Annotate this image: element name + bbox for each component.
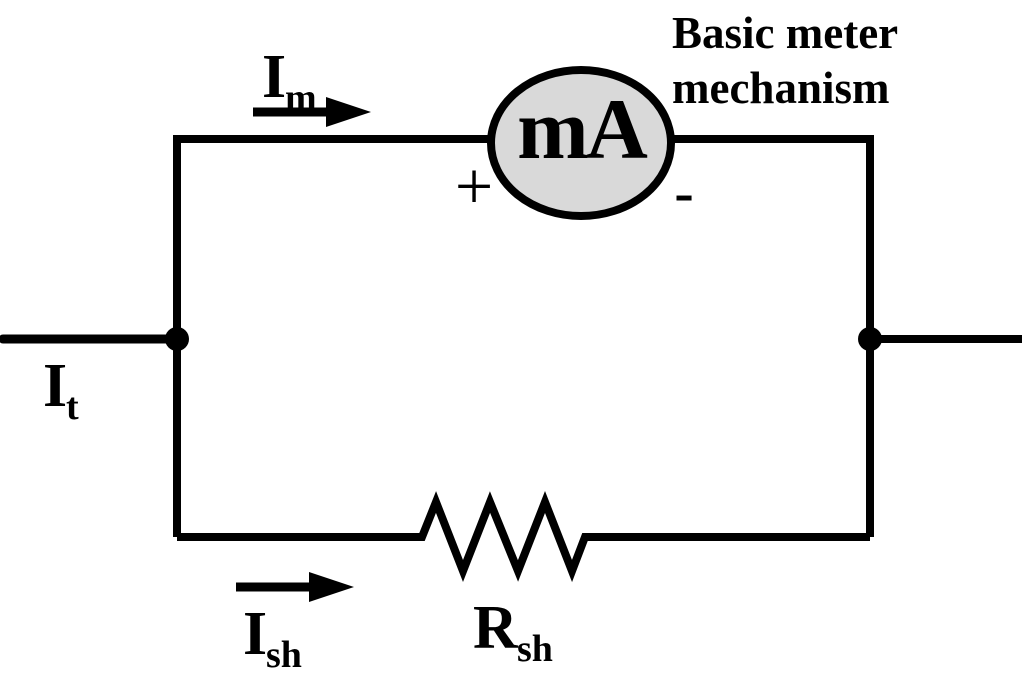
meter-current-arrowhead-icon bbox=[326, 97, 371, 127]
label-shunt-resistor-sub: sh bbox=[517, 628, 553, 670]
annotation-line1: Basic meter bbox=[672, 8, 898, 58]
label-total-current-main: I bbox=[43, 352, 67, 420]
label-meter-current-sub: m bbox=[285, 77, 317, 119]
label-shunt-resistor: R sh bbox=[473, 594, 553, 670]
meter-label: mA bbox=[517, 81, 648, 177]
meter-body bbox=[487, 66, 675, 220]
label-meter-current-main: I bbox=[262, 43, 286, 111]
filled-marks-group bbox=[165, 97, 882, 602]
meter-minus-terminal-label: - bbox=[674, 160, 693, 225]
junction-dot-left bbox=[165, 327, 189, 351]
label-shunt-current: I sh bbox=[243, 600, 302, 674]
junction-dot-right bbox=[858, 327, 882, 351]
shunt-current-arrowhead-icon bbox=[309, 572, 354, 602]
label-meter-current: I m bbox=[262, 43, 317, 119]
annotation-line2: mechanism bbox=[672, 63, 890, 113]
label-shunt-resistor-main: R bbox=[473, 594, 519, 662]
label-shunt-current-sub: sh bbox=[266, 634, 302, 674]
shunt-resistor-wire bbox=[177, 491, 870, 583]
meter-plus-terminal-label: + bbox=[455, 148, 493, 224]
label-shunt-current-main: I bbox=[243, 600, 267, 668]
label-total-current-sub: t bbox=[66, 386, 79, 428]
label-total-current: I t bbox=[43, 352, 79, 428]
